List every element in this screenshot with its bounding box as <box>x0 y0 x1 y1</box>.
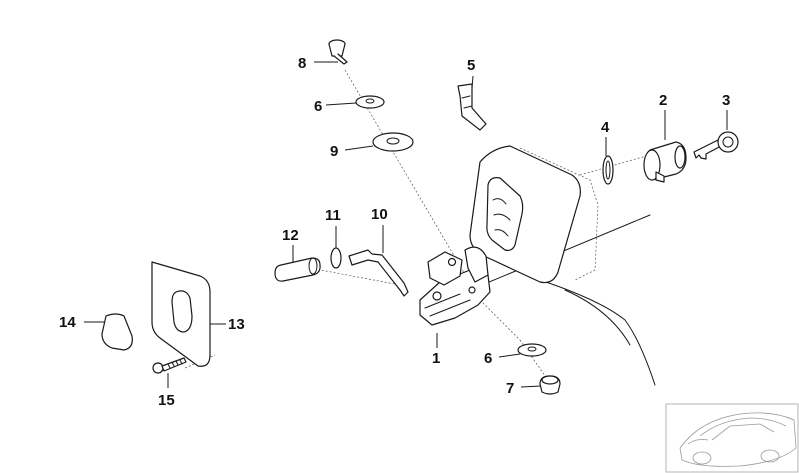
grommet <box>539 375 561 395</box>
key <box>693 131 739 160</box>
callout-11: 11 <box>325 207 341 224</box>
washer-lower <box>517 343 547 357</box>
callout-6-lower: 6 <box>484 350 492 367</box>
rubber-buffer <box>274 257 321 282</box>
cover-plate <box>151 261 211 367</box>
leader-lines <box>84 61 728 388</box>
callout-6-upper: 6 <box>314 98 322 115</box>
callout-4: 4 <box>601 119 610 136</box>
actuator-rod <box>348 249 409 297</box>
screw <box>152 357 187 374</box>
callout-14: 14 <box>59 314 76 331</box>
assembly-axis-lines <box>184 69 661 381</box>
callout-15: 15 <box>158 392 175 409</box>
latch-mechanism <box>419 246 491 326</box>
callout-1: 1 <box>432 350 440 367</box>
callout-12: 12 <box>282 227 299 244</box>
ring-gasket <box>602 155 614 185</box>
callout-7: 7 <box>506 380 514 397</box>
spring-clip <box>457 83 487 131</box>
callout-2: 2 <box>659 92 667 109</box>
callout-8: 8 <box>298 55 306 72</box>
fuel-filler-flap <box>469 145 599 284</box>
washer-upper <box>355 95 385 109</box>
sealing-pad <box>101 313 133 351</box>
callout-9: 9 <box>330 143 338 160</box>
lock-cylinder <box>643 141 687 183</box>
callout-3: 3 <box>722 92 730 109</box>
vehicle-thumbnail <box>665 403 799 473</box>
callout-5: 5 <box>467 57 475 74</box>
callout-13: 13 <box>228 316 245 333</box>
callout-labels: 1 2 3 4 5 6 6 7 8 9 10 11 12 13 14 15 <box>59 55 730 409</box>
washer-large <box>372 132 414 152</box>
washer-small <box>330 247 342 269</box>
bolt <box>328 39 348 65</box>
callout-10: 10 <box>371 206 388 223</box>
